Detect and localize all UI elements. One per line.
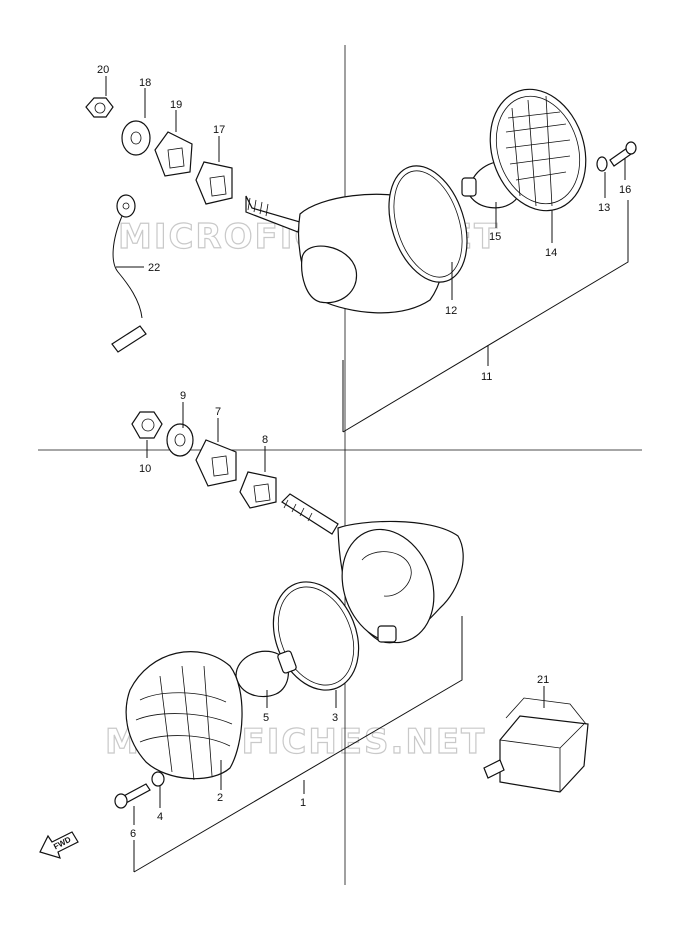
callout-9: 9 (180, 390, 186, 402)
part-13-washer (596, 156, 608, 172)
callout-15: 15 (489, 231, 501, 243)
callout-18: 18 (139, 77, 151, 89)
callout-4: 4 (157, 811, 163, 823)
part-4-washer (151, 771, 165, 787)
part-21-relay (483, 697, 589, 793)
bracket-1 (133, 616, 463, 873)
fwd-arrow-icon: FWD (39, 831, 79, 859)
callout-1: 1 (300, 797, 306, 809)
callout-8: 8 (262, 434, 268, 446)
part-14-lens (489, 88, 587, 212)
part-5-bulb (235, 650, 297, 698)
callout-10: 10 (139, 463, 151, 475)
callout-7: 7 (215, 406, 221, 418)
bracket-11 (342, 200, 629, 433)
part-1-housing (281, 493, 464, 644)
callout-2: 2 (217, 792, 223, 804)
callout-20: 20 (97, 64, 109, 76)
callout-6: 6 (130, 828, 136, 840)
part-19-grommet (154, 131, 193, 177)
part-7-grommet (195, 439, 237, 487)
part-6-screw (114, 783, 151, 809)
part-9-washer (166, 423, 194, 457)
callout-19: 19 (170, 99, 182, 111)
callout-13: 13 (598, 202, 610, 214)
callout-22: 22 (148, 262, 160, 274)
part-17-grommet (195, 161, 233, 205)
callout-3: 3 (332, 712, 338, 724)
callout-17: 17 (213, 124, 225, 136)
callout-11: 11 (481, 371, 492, 383)
part-22-wire (111, 194, 147, 353)
callout-14: 14 (545, 247, 557, 259)
callout-21: 21 (537, 674, 549, 686)
callout-5: 5 (263, 712, 269, 724)
part-20-nut (85, 97, 114, 118)
part-16-screw (609, 141, 637, 167)
callout-12: 12 (445, 305, 457, 317)
callout-16: 16 (619, 184, 631, 196)
part-2-lens (125, 651, 243, 781)
part-12-gasket (388, 165, 468, 283)
part-10-nut (131, 411, 163, 439)
part-18-washer (121, 120, 151, 156)
part-8-grommet (239, 471, 277, 509)
